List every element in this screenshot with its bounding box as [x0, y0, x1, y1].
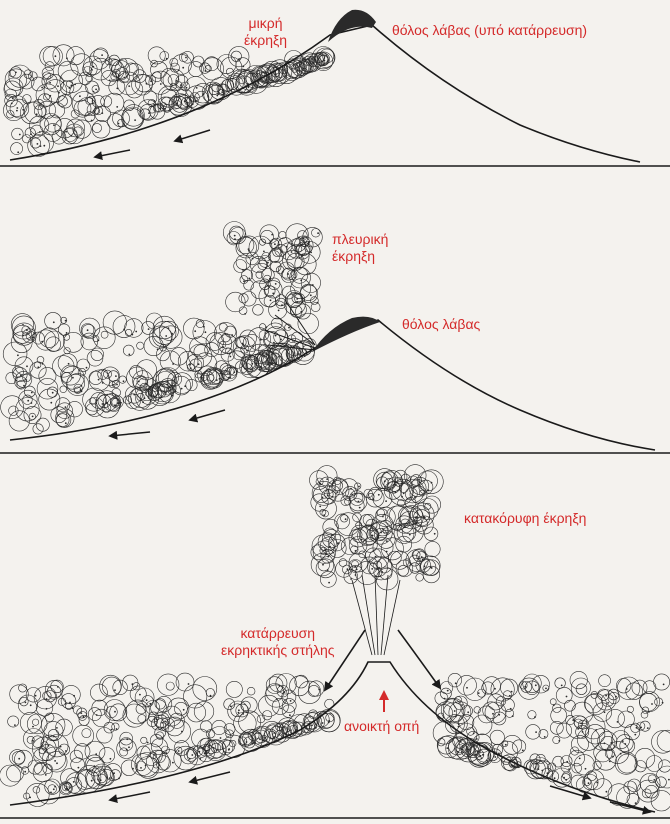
label-column-collapse-line2: εκρηκτικής στήλης [221, 642, 335, 659]
panel-2-flow-arrows [110, 410, 225, 436]
panel-3-left-flow-cloud [0, 673, 340, 806]
panel-1-volcano-slope [10, 25, 640, 162]
label-lateral-eruption-line2: έκρηξη [332, 248, 388, 265]
label-lateral-eruption: πλευρική έκρηξη [332, 231, 388, 265]
label-small-eruption: μικρή έκρηξη [244, 15, 287, 49]
panel-2-lateral-cloud [223, 222, 322, 320]
label-vertical-eruption: κατακόρυφη έκρηξη [464, 510, 586, 527]
label-small-eruption-line1: μικρή [244, 15, 287, 32]
panel-3-column-stem [352, 575, 400, 655]
label-lateral-eruption-line1: πλευρική [332, 231, 388, 248]
panel-1-lava-dome [328, 10, 376, 42]
panel-3-right-flow-cloud [433, 671, 670, 811]
label-small-eruption-line2: έκρηξη [244, 32, 287, 49]
panel-1-cloud [3, 45, 335, 157]
label-column-collapse-line1: κατάρρευση [221, 625, 335, 642]
label-column-collapse: κατάρρευση εκρηκτικής στήλης [221, 625, 335, 659]
panel-1-flow-arrows [95, 130, 210, 157]
panel-2-lava-dome [312, 317, 380, 352]
label-dome-collapse: θόλος λάβας (υπό κατάρρευση) [392, 22, 587, 39]
panel-3-vertical-column [310, 465, 444, 590]
label-open-vent: ανοικτή οπή [344, 718, 419, 735]
label-lava-dome: θόλος λάβας [402, 316, 480, 333]
